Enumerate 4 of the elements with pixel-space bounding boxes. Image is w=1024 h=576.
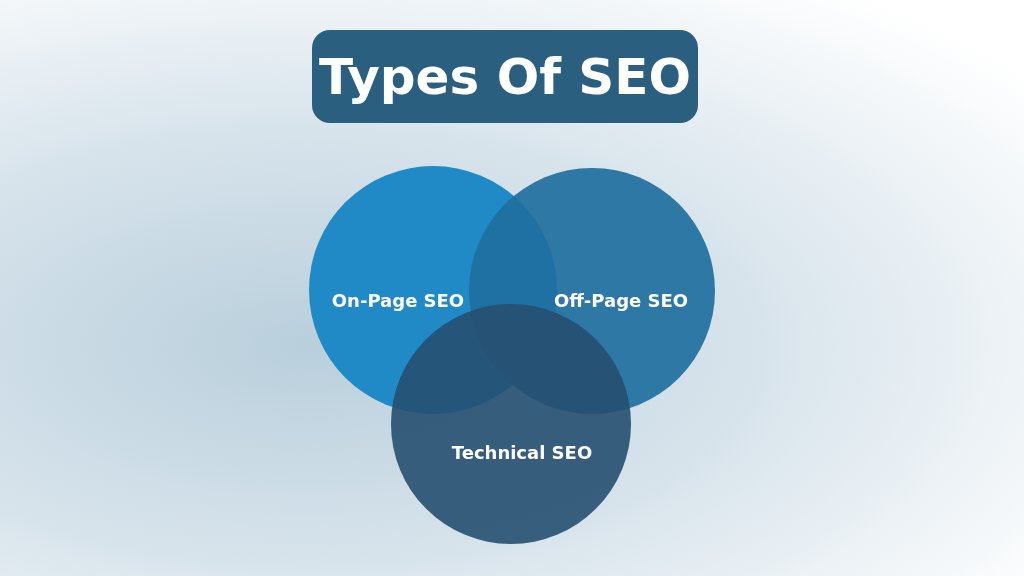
circle-label: On-Page SEO [331, 289, 465, 311]
circle-label: Off-Page SEO [553, 289, 689, 311]
circle-label: Technical SEO [451, 441, 593, 463]
title-banner: Types Of SEO [312, 30, 698, 123]
